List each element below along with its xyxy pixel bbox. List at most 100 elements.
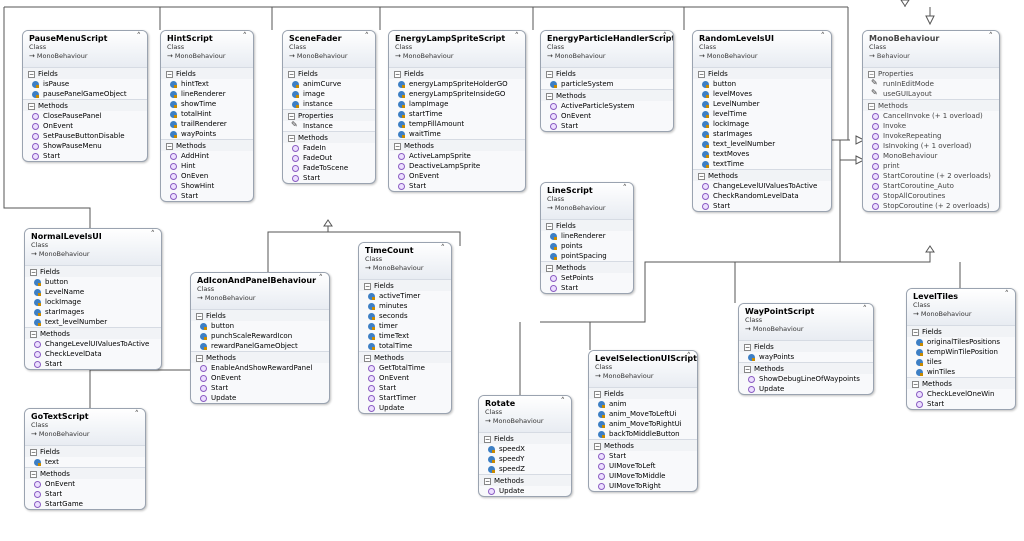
- section-fields[interactable]: −Fields: [25, 265, 161, 277]
- member-method[interactable]: Update: [739, 384, 873, 394]
- collapse-toggle-icon[interactable]: −: [166, 70, 173, 78]
- collapse-toggle-icon[interactable]: −: [546, 70, 553, 78]
- member-field[interactable]: trailRenderer: [161, 119, 253, 129]
- collapse-toggle-icon[interactable]: −: [546, 264, 553, 272]
- member-method[interactable]: GetTotalTime: [359, 363, 451, 373]
- member-method[interactable]: InvokeRepeating: [863, 131, 999, 141]
- collapse-chevron-icon[interactable]: ˄: [662, 32, 668, 42]
- collapse-toggle-icon[interactable]: −: [30, 268, 37, 276]
- member-method[interactable]: OnEvent: [389, 171, 525, 181]
- section-methods[interactable]: −Methods: [739, 362, 873, 374]
- collapse-chevron-icon[interactable]: ˄: [364, 32, 370, 42]
- member-field[interactable]: seconds: [359, 311, 451, 321]
- member-method[interactable]: StartGame: [25, 499, 145, 509]
- member-method[interactable]: UIMoveToLeft: [589, 461, 697, 471]
- collapse-chevron-icon[interactable]: ˄: [134, 410, 140, 420]
- collapse-toggle-icon[interactable]: −: [364, 354, 371, 362]
- section-methods[interactable]: −Methods: [541, 261, 633, 273]
- member-field[interactable]: energyLampSpriteHolderGO: [389, 79, 525, 89]
- member-method[interactable]: Invoke: [863, 121, 999, 131]
- section-methods[interactable]: −Methods: [479, 474, 571, 486]
- member-field[interactable]: totalHint: [161, 109, 253, 119]
- member-field[interactable]: textMoves: [693, 149, 831, 159]
- member-field[interactable]: instance: [283, 99, 375, 109]
- member-field[interactable]: rewardPanelGameObject: [191, 341, 329, 351]
- collapse-chevron-icon[interactable]: ˄: [150, 230, 156, 240]
- member-field[interactable]: timeText: [359, 331, 451, 341]
- collapse-toggle-icon[interactable]: −: [546, 222, 553, 230]
- member-field[interactable]: levelTime: [693, 109, 831, 119]
- section-fields[interactable]: −Fields: [389, 67, 525, 79]
- member-field[interactable]: text_levelNumber: [693, 139, 831, 149]
- section-methods[interactable]: −Methods: [589, 439, 697, 451]
- member-field[interactable]: anim_MoveToRightUi: [589, 419, 697, 429]
- member-field[interactable]: LevelName: [25, 287, 161, 297]
- member-field[interactable]: lockImage: [693, 119, 831, 129]
- member-method[interactable]: EnableAndShowRewardPanel: [191, 363, 329, 373]
- member-method[interactable]: Start: [23, 151, 147, 161]
- member-method[interactable]: StartTimer: [359, 393, 451, 403]
- member-method[interactable]: AddHint: [161, 151, 253, 161]
- member-field[interactable]: levelMoves: [693, 89, 831, 99]
- member-field[interactable]: startTime: [389, 109, 525, 119]
- section-methods[interactable]: −Methods: [25, 467, 145, 479]
- member-method[interactable]: print: [863, 161, 999, 171]
- member-method[interactable]: ChangeLevelUIValuesToActive: [693, 181, 831, 191]
- member-method[interactable]: CheckLevelData: [25, 349, 161, 359]
- member-field[interactable]: minutes: [359, 301, 451, 311]
- member-field[interactable]: waitTime: [389, 129, 525, 139]
- member-field[interactable]: animCurve: [283, 79, 375, 89]
- member-field[interactable]: lockImage: [25, 297, 161, 307]
- collapse-toggle-icon[interactable]: −: [288, 112, 295, 120]
- member-field[interactable]: speedZ: [479, 464, 571, 474]
- member-field[interactable]: punchScaleRewardIcon: [191, 331, 329, 341]
- member-method[interactable]: OnEvent: [23, 121, 147, 131]
- collapse-toggle-icon[interactable]: −: [484, 477, 491, 485]
- section-methods[interactable]: −Methods: [23, 99, 147, 111]
- section-fields[interactable]: −Fields: [589, 387, 697, 399]
- section-methods[interactable]: −Methods: [191, 351, 329, 363]
- member-field[interactable]: image: [283, 89, 375, 99]
- member-method[interactable]: Start: [541, 121, 673, 131]
- member-method[interactable]: SetPoints: [541, 273, 633, 283]
- member-field[interactable]: anim: [589, 399, 697, 409]
- member-method[interactable]: CheckLevelOneWin: [907, 389, 1015, 399]
- member-field[interactable]: text: [25, 457, 145, 467]
- section-methods[interactable]: −Methods: [283, 131, 375, 143]
- member-field[interactable]: tiles: [907, 357, 1015, 367]
- member-method[interactable]: Start: [25, 489, 145, 499]
- section-fields[interactable]: −Fields: [541, 67, 673, 79]
- collapse-toggle-icon[interactable]: −: [394, 70, 401, 78]
- member-method[interactable]: Start: [283, 173, 375, 183]
- member-method[interactable]: Start: [693, 201, 831, 211]
- section-fields[interactable]: −Fields: [25, 445, 145, 457]
- collapse-toggle-icon[interactable]: −: [912, 380, 919, 388]
- member-method[interactable]: ActiveParticleSystem: [541, 101, 673, 111]
- member-field[interactable]: tempWinTilePosition: [907, 347, 1015, 357]
- member-method[interactable]: Update: [479, 486, 571, 496]
- member-prop[interactable]: Instance: [283, 120, 375, 131]
- collapse-toggle-icon[interactable]: −: [28, 70, 35, 78]
- member-method[interactable]: UIMoveToMiddle: [589, 471, 697, 481]
- member-method[interactable]: Start: [389, 181, 525, 191]
- member-method[interactable]: Start: [589, 451, 697, 461]
- member-method[interactable]: ShowPauseMenu: [23, 141, 147, 151]
- section-properties[interactable]: −Properties: [863, 67, 999, 79]
- section-fields[interactable]: −Fields: [359, 279, 451, 291]
- member-method[interactable]: FadeIn: [283, 143, 375, 153]
- member-field[interactable]: isPause: [23, 79, 147, 89]
- section-methods[interactable]: −Methods: [161, 139, 253, 151]
- member-field[interactable]: speedY: [479, 454, 571, 464]
- member-method[interactable]: SetPauseButtonDisable: [23, 131, 147, 141]
- section-methods[interactable]: −Methods: [907, 377, 1015, 389]
- collapse-chevron-icon[interactable]: ˄: [820, 32, 826, 42]
- member-field[interactable]: timer: [359, 321, 451, 331]
- section-properties[interactable]: −Properties: [283, 109, 375, 121]
- collapse-chevron-icon[interactable]: ˄: [1004, 290, 1010, 300]
- collapse-toggle-icon[interactable]: −: [28, 102, 35, 110]
- section-fields[interactable]: −Fields: [283, 67, 375, 79]
- section-methods[interactable]: −Methods: [863, 99, 999, 111]
- member-field[interactable]: originalTilesPositions: [907, 337, 1015, 347]
- member-method[interactable]: ActiveLampSprite: [389, 151, 525, 161]
- collapse-chevron-icon[interactable]: ˄: [318, 274, 324, 284]
